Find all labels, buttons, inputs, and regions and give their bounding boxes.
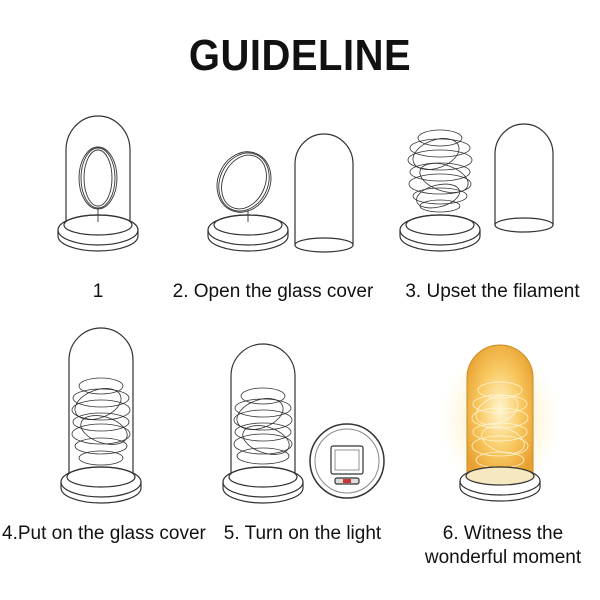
base-bottom-switch [309, 423, 385, 499]
step-6-caption-line2: wonderful moment [424, 547, 582, 568]
glowing-dome [466, 344, 534, 476]
filament-coil [216, 151, 272, 222]
lamp-base [222, 466, 304, 504]
glass-dome [230, 343, 296, 474]
lamp-base [399, 214, 481, 252]
step-6-caption-line1: 6. Witness the [442, 523, 564, 544]
filament-spread [71, 377, 131, 466]
filament-coil [78, 146, 118, 222]
filament-spread [233, 387, 293, 465]
page-title: GUIDELINE [188, 32, 412, 80]
step-5-caption: 5. Turn on the light [223, 523, 382, 544]
step-6-illustration [440, 344, 560, 502]
glass-dome [494, 123, 554, 225]
glass-dome [294, 133, 354, 245]
step-2-illustration [207, 133, 354, 253]
glass-dome [65, 115, 131, 222]
step-5-illustration [222, 343, 385, 504]
step-1-illustration [57, 115, 139, 252]
glass-dome [68, 327, 134, 474]
step-1-caption: 1 [92, 281, 104, 302]
step-2-caption: 2. Open the glass cover [172, 281, 374, 302]
step-6-caption: 6. Witness the wonderful moment [408, 522, 598, 570]
lamp-base [459, 466, 541, 502]
step-3-caption: 3. Upset the filament [405, 281, 580, 302]
step-3-illustration [399, 123, 554, 252]
filament-spread [407, 129, 473, 213]
glowing-filament [471, 381, 529, 469]
lamp-base [60, 466, 142, 504]
step-4-caption: 4.Put on the glass cover [2, 523, 206, 544]
step-4-illustration [60, 327, 142, 504]
